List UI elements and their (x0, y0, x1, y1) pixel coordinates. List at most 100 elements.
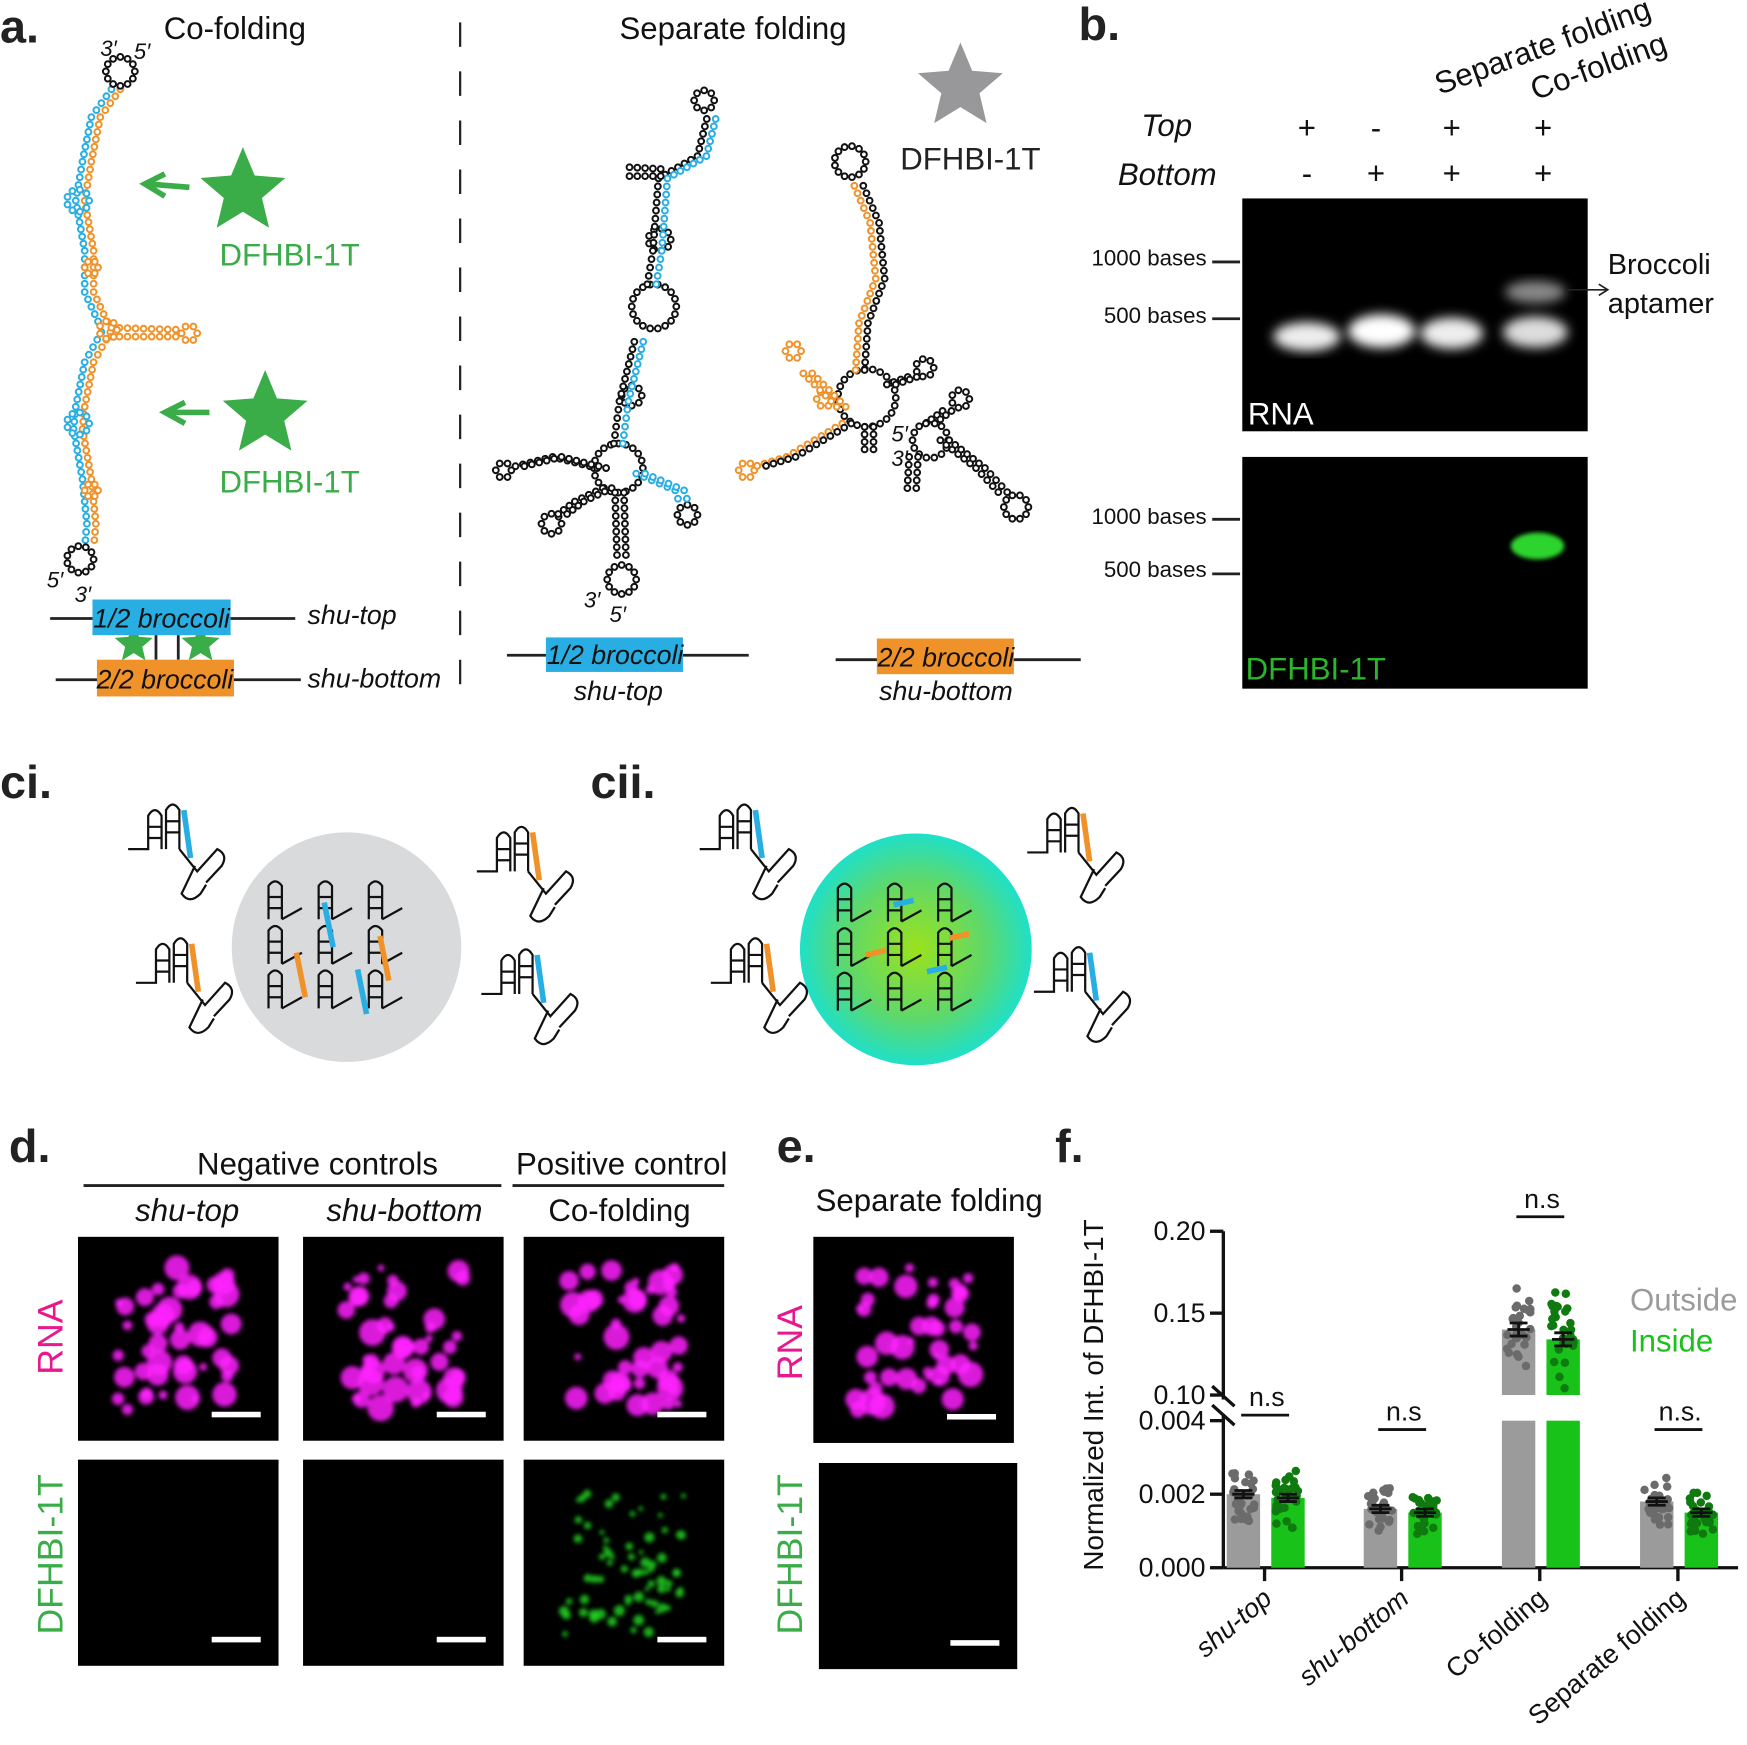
nucleotide (618, 439, 627, 448)
nucleotide (491, 466, 500, 475)
positive-control-label: Positive control (516, 1146, 727, 1181)
fluorescence-spot (115, 1298, 124, 1307)
fluorescence-spot (363, 1353, 380, 1370)
nucleotide (708, 129, 716, 138)
nucleotide (594, 478, 603, 487)
data-point (1520, 1340, 1529, 1349)
y-tick-label: 0.004 (1139, 1406, 1206, 1436)
data-point (1279, 1483, 1289, 1493)
nucleotide (68, 206, 77, 215)
fluorescence-signal (558, 1489, 687, 1638)
nucleotide (862, 334, 871, 343)
data-point (1432, 1496, 1441, 1505)
data-point (1230, 1515, 1240, 1524)
nucleotide (85, 120, 94, 129)
fluorescence-spot (941, 1388, 964, 1411)
nucleotide (79, 365, 88, 374)
microscopy-image (523, 1459, 725, 1666)
fluorescence-spot (430, 1352, 449, 1371)
data-point (1519, 1304, 1529, 1313)
nucleotide (621, 519, 629, 528)
fluorescence-spot (590, 1575, 599, 1584)
nucleotide (680, 486, 688, 495)
nucleotide (746, 473, 755, 481)
fluorescence-spot (579, 1263, 596, 1280)
nucleotide (1015, 491, 1024, 500)
nucleotide (76, 430, 84, 439)
fluorescence-spot (603, 1323, 630, 1350)
fluorescence-spot (869, 1267, 889, 1288)
fluorescence-spot (382, 1376, 409, 1403)
nucleotide (988, 482, 997, 491)
nucleotide (633, 288, 641, 297)
dye-label: DFHBI-1T (219, 465, 359, 500)
nucleotide (82, 426, 91, 435)
nucleotide (962, 388, 970, 396)
dye-stars (114, 42, 1003, 661)
fluorescence-spot (353, 1391, 370, 1408)
nucleotide (793, 353, 802, 362)
fluorescence-spot (845, 1388, 867, 1411)
nucleotide (139, 332, 148, 341)
nucleotide (671, 294, 679, 303)
fluorescence-spot (180, 1358, 193, 1371)
nucleotide (163, 325, 172, 334)
nucleotide (646, 324, 655, 333)
fluorescence-spot (579, 1594, 590, 1605)
fluorescence-spot (410, 1397, 422, 1408)
rna-hairpin-icon (476, 825, 575, 923)
fluorescence-spot (606, 1559, 613, 1566)
nucleotide (861, 350, 870, 359)
nucleotide (630, 375, 638, 383)
nucleotide (704, 144, 713, 153)
fluorescence-spot (604, 1499, 614, 1509)
fluorescence-spot (963, 1323, 981, 1342)
nucleotide (702, 115, 711, 123)
prime-label: 5′ (134, 39, 151, 64)
nucleotide (841, 402, 850, 411)
fluorescence-spot (657, 1603, 668, 1613)
fluorescence-spot (617, 1295, 626, 1304)
fluorescence-spot (860, 1292, 875, 1307)
prime-label: 5′ (891, 421, 908, 446)
nucleotide (620, 431, 628, 439)
rna-hairpin-icon (1027, 806, 1125, 904)
nucleotide (695, 144, 704, 153)
nucleotide (94, 120, 103, 129)
nucleotide (109, 319, 118, 327)
nucleotide (94, 263, 102, 272)
rna-cartoons (128, 803, 1132, 1046)
fluorescence-spot (573, 1534, 583, 1544)
nucleotide (630, 582, 639, 591)
fluorescence-spot (212, 1348, 232, 1368)
nucleotide (612, 543, 621, 552)
nucleotide (871, 274, 880, 283)
nucleotide (762, 461, 770, 470)
data-point (1692, 1518, 1702, 1528)
nucleotide (641, 164, 649, 173)
broccoli-segment (763, 943, 776, 993)
nucleotide (863, 327, 872, 335)
nucleotide (181, 322, 190, 331)
fluorescence-spot (633, 1377, 646, 1390)
nucleotide (89, 343, 97, 352)
fluorescence-spot (343, 1282, 352, 1291)
nucleotide (131, 324, 140, 333)
nucleotide (650, 230, 659, 239)
nucleotide (850, 181, 859, 190)
nucleotide (846, 370, 855, 379)
broccoli-segment (1080, 813, 1093, 862)
nucleotide (1002, 510, 1011, 519)
nucleotide (951, 440, 960, 449)
nucleotide (84, 218, 93, 227)
nucleotide (91, 512, 99, 521)
fluorescence-spot (949, 1319, 963, 1334)
nucleotide (611, 431, 619, 439)
error-bar (1369, 1503, 1392, 1514)
nucleotide (130, 67, 139, 76)
data-point (1685, 1494, 1695, 1503)
data-point (1287, 1523, 1297, 1532)
nucleotide (832, 402, 841, 411)
nucleotide (918, 355, 927, 363)
